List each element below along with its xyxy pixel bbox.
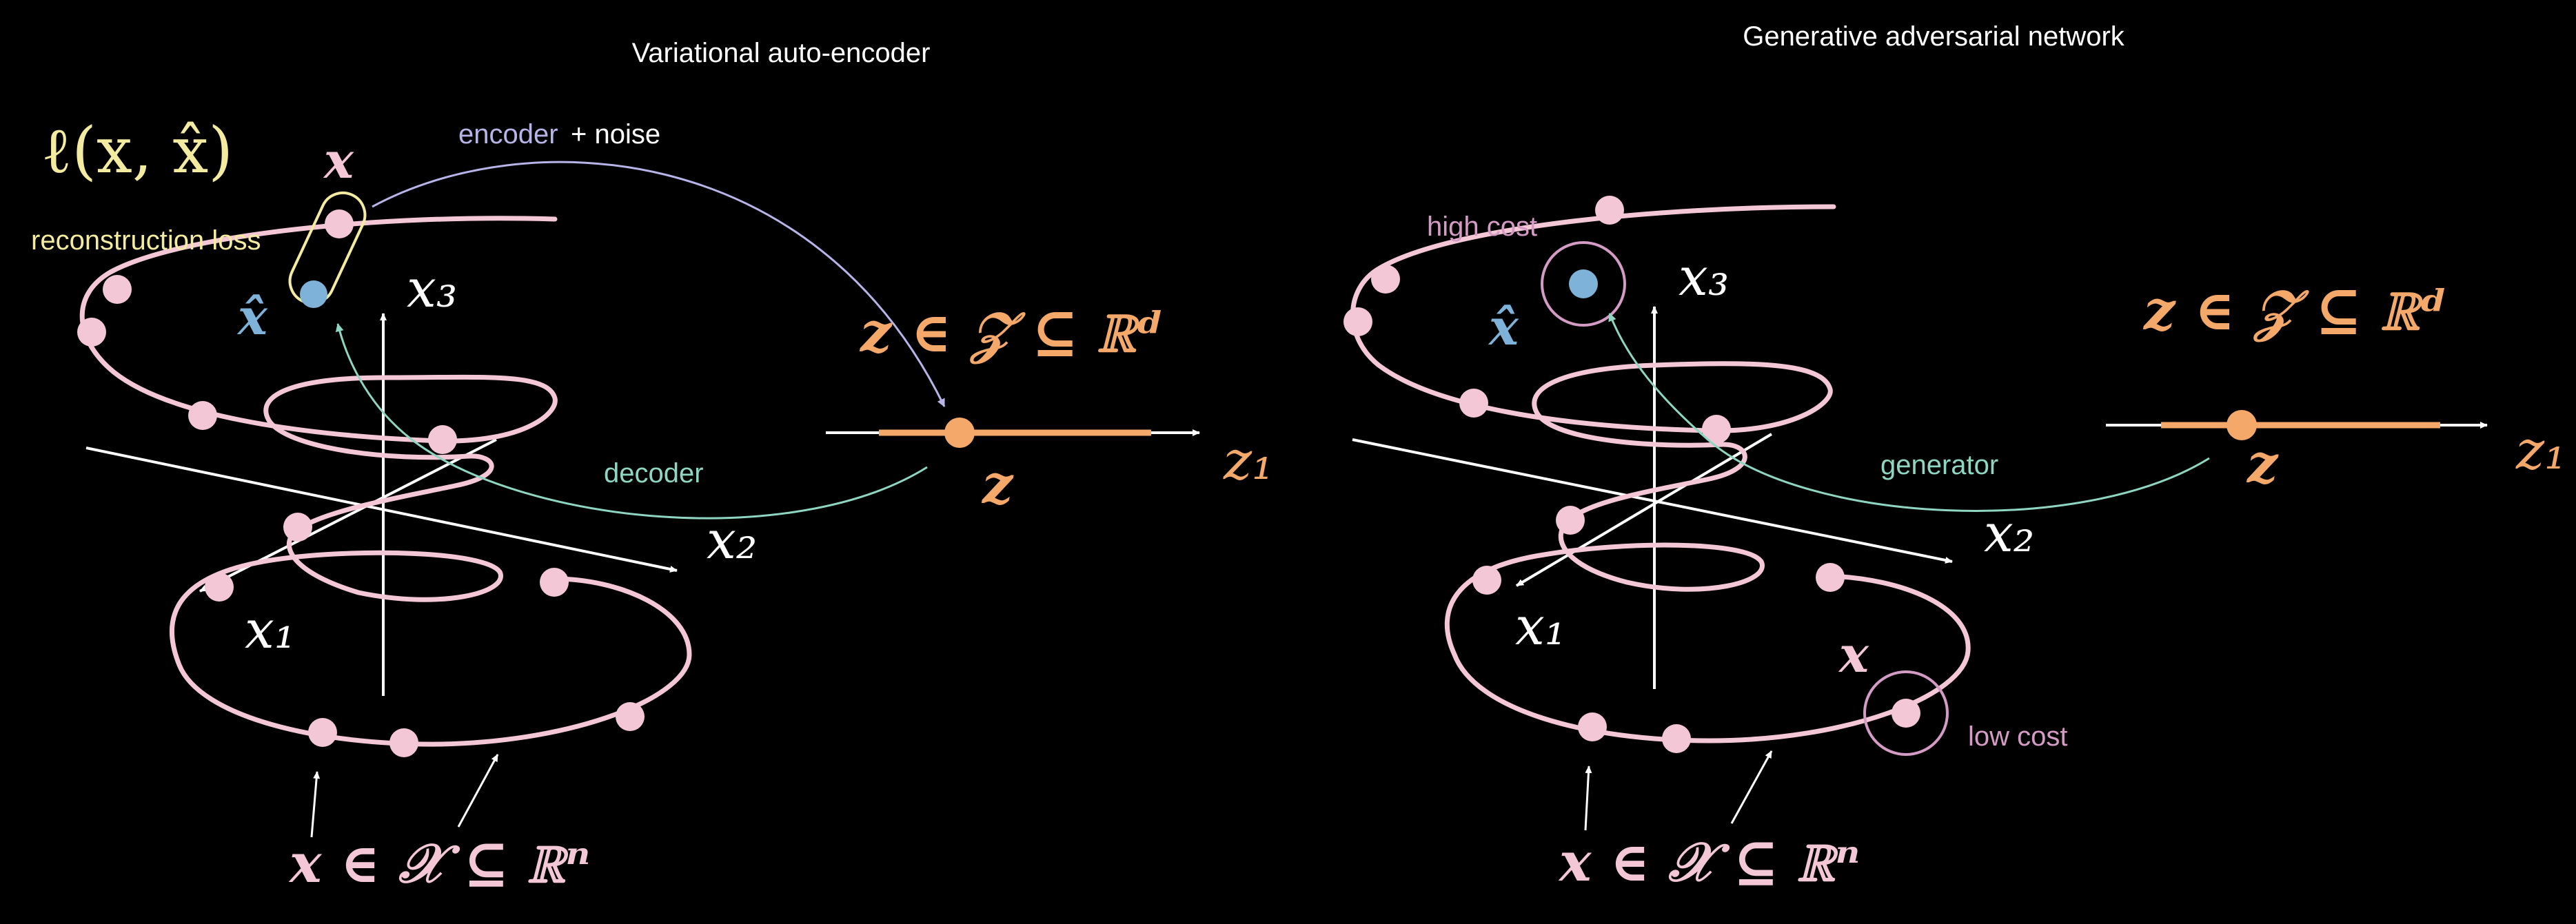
vae-decoder-label: decoder — [604, 458, 704, 489]
gan-panel: Generative adversarial network — [1343, 21, 2566, 894]
gan-data-point — [1371, 265, 1400, 294]
gan-data-points — [1343, 196, 1845, 753]
vae-loss-formula: ℓ(x, x̂) — [41, 114, 233, 187]
gan-data-point — [1556, 506, 1585, 535]
gan-generator-arrow — [1608, 313, 2210, 512]
vae-reconstruction-label: reconstruction loss — [31, 225, 261, 256]
gan-z-point — [2227, 410, 2257, 440]
vae-data-point — [308, 718, 337, 747]
gan-data-point — [1702, 415, 1731, 444]
vae-axis-x2 — [85, 446, 678, 573]
vae-data-point — [205, 573, 234, 602]
vae-x3-label: x₃ — [407, 258, 457, 319]
gan-data-point — [1343, 307, 1372, 336]
vae-xhat-point — [300, 280, 327, 308]
gan-data-point — [1816, 563, 1845, 592]
vae-data-points — [77, 275, 645, 757]
gan-data-point — [1472, 566, 1501, 595]
vae-xhat-label: x̂ — [236, 287, 268, 346]
gan-axes — [1352, 306, 1953, 689]
vae-title: Variational auto-encoder — [632, 38, 931, 68]
vae-data-point — [389, 728, 418, 757]
vae-x1-label: x₁ — [245, 599, 295, 660]
gan-xhat-point — [1569, 269, 1598, 298]
vae-data-point — [616, 702, 645, 731]
vae-x-point — [325, 209, 354, 238]
vae-encoder-arrow — [372, 161, 946, 407]
gan-axis-x2 — [1352, 438, 1953, 564]
gan-data-point — [1662, 724, 1691, 753]
gan-data-point — [1578, 712, 1607, 741]
gan-x2-label: x₂ — [1984, 502, 2034, 564]
vae-noise-label: + noise — [571, 119, 660, 150]
vae-data-point — [283, 513, 312, 542]
vae-x2-label: x₂ — [707, 509, 757, 571]
gan-pointer-arrow — [1730, 750, 1773, 824]
vae-encoder-label: encoder — [458, 119, 558, 150]
gan-x-point — [1892, 699, 1920, 728]
vae-latent-space-label: z ∈ 𝒵 ⊆ ℝᵈ — [859, 300, 1164, 365]
gan-low-cost-label: low cost — [1968, 721, 2068, 752]
gan-pointer-arrow — [1584, 766, 1592, 831]
vae-data-point — [428, 425, 457, 454]
gan-z-label: z — [2246, 433, 2279, 495]
vae-data-point — [77, 318, 106, 347]
vae-z-label: z — [981, 453, 1014, 516]
gan-axis-x1 — [1515, 433, 1773, 587]
vae-pointer-arrow — [457, 754, 499, 828]
vae-reconstruction-capsule — [288, 191, 367, 308]
gan-z1-label: z₁ — [2515, 420, 2566, 482]
vae-x-label: x — [323, 131, 354, 189]
gan-x1-label: x₁ — [1515, 595, 1565, 657]
gan-latent-space-label: z ∈ 𝒵 ⊆ ℝᵈ — [2142, 278, 2448, 342]
vae-decoder-arrow — [335, 323, 928, 520]
vae-pointer-arrow — [310, 771, 321, 838]
gan-generator-label: generator — [1880, 450, 1998, 480]
gan-high-cost-ring — [1541, 241, 1626, 327]
gan-low-cost-ring — [1863, 670, 1949, 756]
gan-data-point — [1459, 389, 1488, 418]
vae-axes — [85, 313, 678, 696]
vae-axis-x1 — [199, 438, 497, 593]
vae-data-point — [540, 568, 569, 597]
gan-data-point — [1595, 196, 1624, 225]
vae-data-space-label: x ∈ 𝒳 ⊆ ℝⁿ — [288, 832, 590, 895]
vae-data-point — [188, 401, 217, 430]
vae-spiral-manifold — [79, 216, 692, 747]
vae-panel: Variational auto-encoder — [31, 38, 1273, 895]
gan-high-cost-label: high cost — [1427, 212, 1537, 242]
gan-x-label: x — [1838, 625, 1869, 684]
gan-spiral-manifold — [1350, 204, 1971, 743]
vae-z-point — [944, 418, 975, 448]
gan-data-space-label: x ∈ 𝒳 ⊆ ℝⁿ — [1558, 831, 1860, 894]
gan-x3-label: x₃ — [1679, 246, 1729, 307]
vae-z1-label: z₁ — [1223, 430, 1273, 492]
gan-xhat-label: x̂ — [1488, 298, 1519, 356]
vae-data-point — [103, 275, 132, 304]
gan-title: Generative adversarial network — [1743, 21, 2125, 52]
